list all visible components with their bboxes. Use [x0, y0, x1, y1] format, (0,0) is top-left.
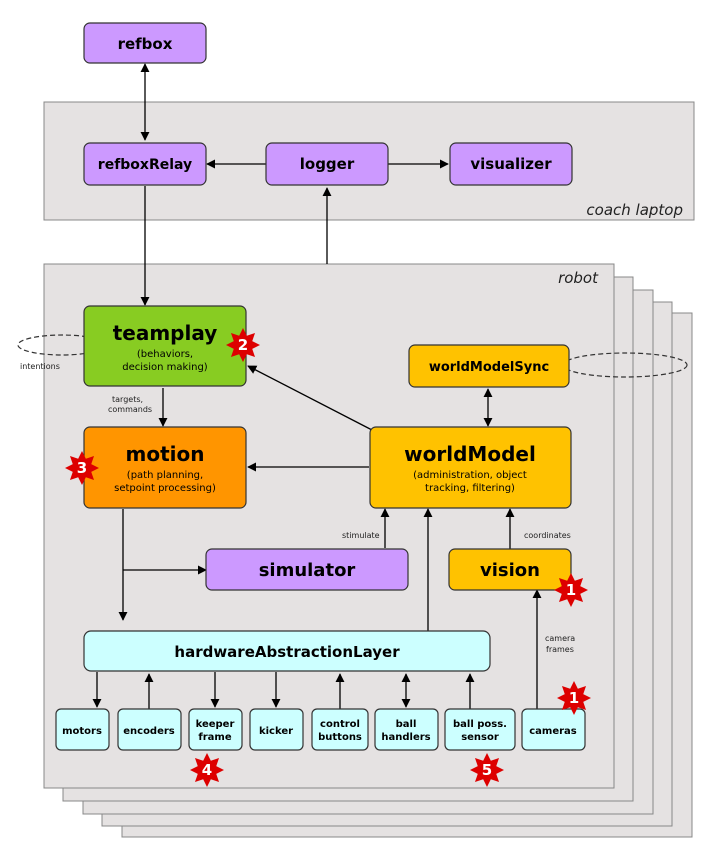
teamplay-sub1: (behaviors,: [137, 349, 193, 360]
badge-vision: 1: [554, 573, 588, 607]
worldmodelsync-node[interactable]: worldModelSync: [408, 344, 570, 388]
badge-possession: 5: [470, 753, 504, 787]
worldmodel-node[interactable]: worldModel (administration, object track…: [369, 426, 572, 509]
worldmodel-sub2: tracking, filtering): [425, 483, 515, 494]
badge-keeper: 4: [190, 753, 224, 787]
worldmodel-sub1: (administration, object: [413, 470, 527, 481]
star-badge-shape: [190, 753, 224, 787]
teamplay-title: teamplay: [113, 321, 218, 345]
star-badge-shape: [65, 451, 99, 485]
logger-title: logger: [300, 155, 355, 173]
refboxrelay-title: refboxRelay: [98, 157, 192, 173]
encoders-title: encoders: [123, 726, 175, 737]
encoders-node[interactable]: encoders: [117, 708, 182, 751]
motion-title: motion: [126, 442, 205, 466]
logger-node[interactable]: logger: [265, 142, 389, 186]
worldmodelsync-title: worldModelSync: [429, 360, 549, 375]
ball-handlers-node[interactable]: ball handlers: [374, 708, 439, 751]
vision-title: vision: [480, 560, 540, 581]
motors-node[interactable]: motors: [55, 708, 110, 751]
badge-cameras: 1: [557, 681, 591, 715]
commands-label: commands: [108, 405, 152, 414]
badge-motion-number: 3: [77, 459, 87, 477]
control-line1: control: [320, 719, 360, 730]
badge-teamplay: 2: [226, 328, 260, 362]
badge-possession-number: 5: [482, 761, 492, 779]
edge-worldmodel-teamplay: [247, 365, 373, 431]
visualizer-node[interactable]: visualizer: [449, 142, 573, 186]
possession-line2: sensor: [461, 732, 499, 743]
keeper-line1: keeper: [196, 719, 235, 730]
kicker-title: kicker: [259, 726, 293, 737]
motion-node[interactable]: motion (path planning, setpoint processi…: [83, 426, 247, 509]
teamplay-node[interactable]: teamplay (behaviors, decision making): [83, 305, 247, 387]
control-buttons-node[interactable]: control buttons: [311, 708, 369, 751]
teamplay-sub2: decision making): [122, 362, 208, 373]
keeper-line2: frame: [198, 732, 231, 743]
refboxrelay-node[interactable]: refboxRelay: [83, 142, 207, 186]
frames-label: frames: [546, 645, 574, 654]
badge-vision-number: 1: [566, 581, 576, 599]
possession-line1: ball poss.: [453, 719, 507, 730]
targets-label: targets,: [112, 395, 143, 404]
control-line2: buttons: [318, 732, 362, 743]
worldmodel-title: worldModel: [404, 442, 536, 466]
camera-label: camera: [545, 634, 575, 643]
star-badge-shape: [226, 328, 260, 362]
cameras-node[interactable]: cameras: [521, 708, 586, 751]
visualizer-title: visualizer: [470, 155, 552, 173]
simulator-title: simulator: [259, 560, 356, 581]
badge-teamplay-number: 2: [238, 336, 248, 354]
handlers-line1: ball: [396, 719, 417, 730]
star-badge-shape: [470, 753, 504, 787]
edges: [92, 63, 542, 709]
simulator-node[interactable]: simulator: [205, 548, 409, 591]
coach-laptop-label: coach laptop: [586, 201, 683, 219]
kicker-node[interactable]: kicker: [249, 708, 304, 751]
refbox-title: refbox: [118, 35, 173, 53]
intentions-label: intentions: [20, 362, 60, 371]
vision-node[interactable]: vision: [448, 548, 572, 591]
hal-title: hardwareAbstractionLayer: [174, 643, 400, 661]
ball-possession-sensor-node[interactable]: ball poss. sensor: [444, 708, 516, 751]
handlers-line2: handlers: [381, 732, 430, 743]
keeper-frame-node[interactable]: keeper frame: [188, 708, 243, 751]
refbox-node[interactable]: refbox: [83, 22, 207, 64]
motion-sub2: setpoint processing): [114, 483, 216, 494]
hal-node[interactable]: hardwareAbstractionLayer: [83, 630, 491, 672]
coordinates-label: coordinates: [524, 531, 571, 540]
star-badge-shape: [554, 573, 588, 607]
badge-cameras-number: 1: [569, 689, 579, 707]
cameras-title: cameras: [529, 726, 577, 737]
stimulate-label: stimulate: [342, 531, 380, 540]
motors-title: motors: [62, 726, 102, 737]
badge-keeper-number: 4: [202, 761, 212, 779]
motion-sub1: (path planning,: [127, 470, 203, 481]
star-badge-shape: [557, 681, 591, 715]
robot-region-label: robot: [558, 269, 599, 287]
badge-motion: 3: [65, 451, 99, 485]
